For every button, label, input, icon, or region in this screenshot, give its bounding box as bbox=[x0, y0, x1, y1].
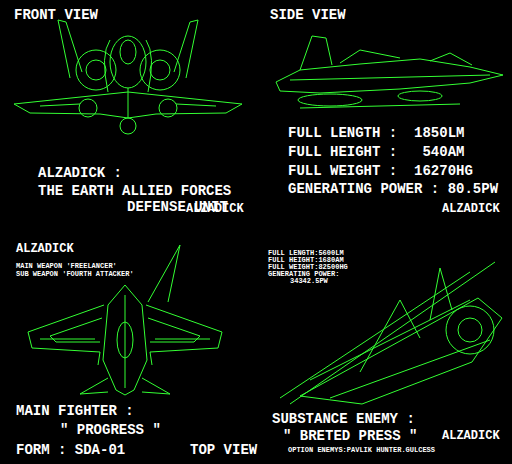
spec-text: MAIN FIGHTER : bbox=[16, 404, 134, 418]
spec-text: SUBSTANCE ENEMY : bbox=[272, 412, 415, 426]
spec-text: ALZADICK : bbox=[38, 166, 122, 180]
spec-text: FULL HEIGHT:1680AM bbox=[268, 257, 344, 264]
spec-text: FULL WEIGHT : 16270HG bbox=[288, 164, 473, 178]
spec-text: MAIN WEAPON 'FREELANCER' bbox=[16, 263, 117, 270]
spec-text: GENERATING POWER : 80.5PW bbox=[288, 182, 498, 196]
spec-text: FRONT VIEW bbox=[14, 8, 98, 22]
logo-text: ALZADICK bbox=[186, 203, 244, 215]
spec-text: " PROGRESS " bbox=[60, 423, 161, 437]
logo-text: ALZADICK bbox=[442, 203, 500, 215]
spec-text: " BRETED PRESS " bbox=[283, 429, 417, 443]
spec-text: SUB WEAPON 'FOURTH ATTACKER' bbox=[16, 271, 134, 278]
spec-text: GENERATING POWER: bbox=[268, 271, 339, 278]
spec-text: FULL LENGTH:5600LM bbox=[268, 250, 344, 257]
spec-text: OPTION ENEMYS:PAVLIK HUNTER.GULCESS bbox=[288, 447, 435, 454]
logo-text: ALZADICK bbox=[442, 430, 500, 442]
spec-text: 34342.5PW bbox=[290, 278, 328, 285]
spec-text: TOP VIEW bbox=[190, 443, 257, 457]
spec-text: FULL WEIGHT:82500HG bbox=[268, 264, 348, 271]
spec-text: THE EARTH ALLIED FORCES bbox=[38, 184, 231, 198]
spec-text: FORM : SDA-01 bbox=[16, 443, 125, 457]
spec-text: FULL LENGTH : 1850LM bbox=[288, 126, 464, 140]
spec-text: FULL HEIGHT : 540AM bbox=[288, 145, 464, 159]
spec-text: SIDE VIEW bbox=[270, 8, 346, 22]
logo-text: ALZADICK bbox=[16, 243, 74, 255]
